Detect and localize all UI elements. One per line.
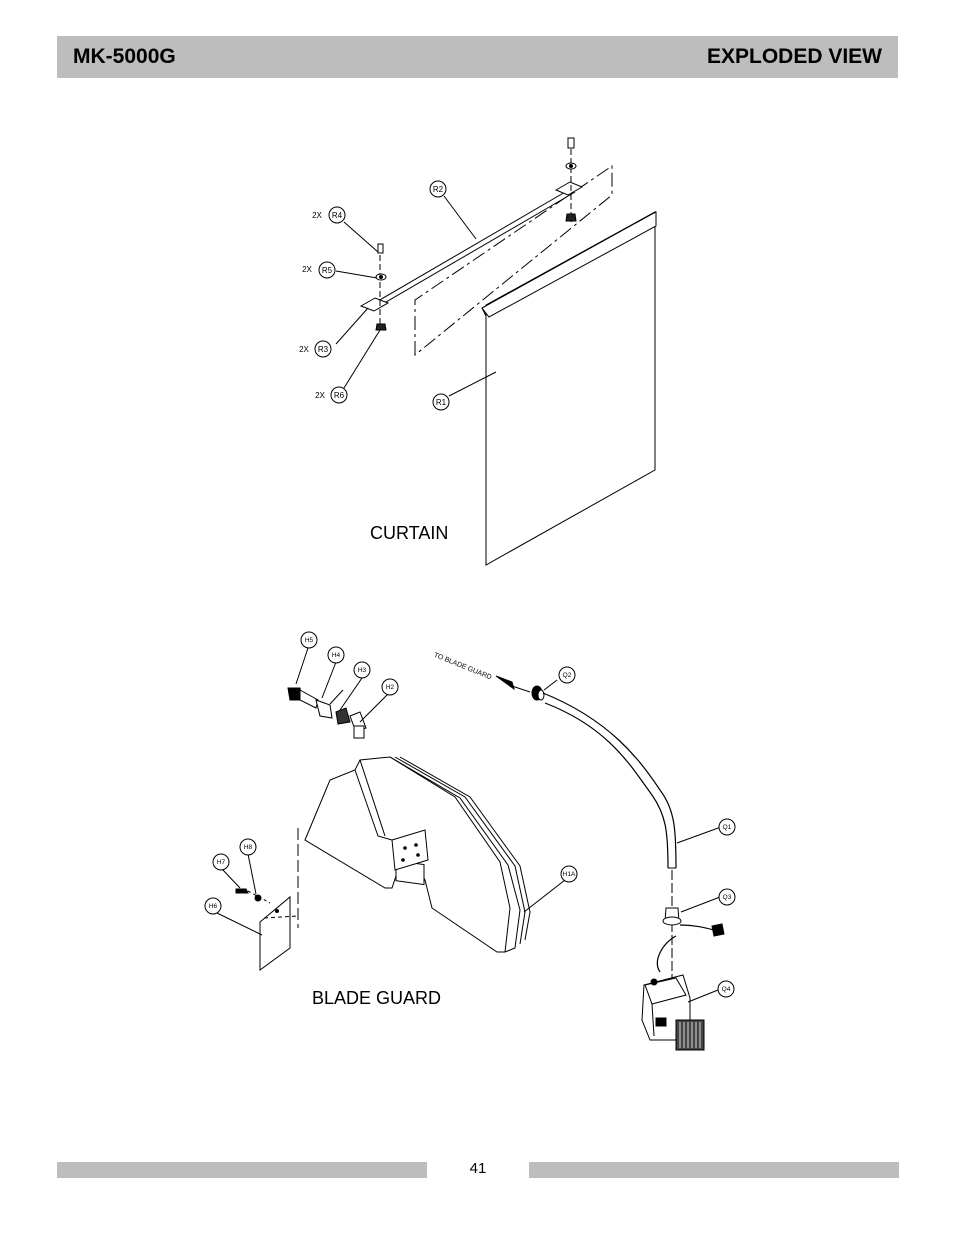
svg-text:Q3: Q3 — [723, 894, 732, 901]
callout-r5: 2X R5 — [302, 261, 336, 279]
callout-h6: H6 — [204, 897, 222, 915]
curtain-panel — [481, 211, 657, 566]
left-hardware — [375, 243, 387, 331]
svg-text:H6: H6 — [209, 903, 218, 910]
callout-h2: H2 — [381, 678, 399, 696]
callout-h5: H5 — [300, 631, 318, 649]
svg-text:R2: R2 — [433, 185, 444, 194]
svg-text:H2: H2 — [386, 684, 395, 691]
svg-text:H3: H3 — [358, 667, 367, 674]
curtain-label: CURTAIN — [370, 523, 449, 543]
callout-h4: H4 — [327, 646, 345, 664]
blade-guard-label: BLADE GUARD — [312, 988, 442, 1008]
curtain-assembly — [335, 137, 657, 566]
callout-r2: R2 — [429, 180, 447, 198]
svg-text:R4: R4 — [332, 211, 343, 220]
svg-text:H8: H8 — [244, 844, 253, 851]
callout-h1a: H1A — [560, 865, 578, 883]
callout-h3: H3 — [353, 661, 371, 679]
svg-text:Q4: Q4 — [722, 986, 731, 993]
callout-h8: H8 — [239, 838, 257, 856]
callout-q1: Q1 — [718, 818, 736, 836]
svg-text:Q2: Q2 — [563, 672, 572, 679]
callout-q2: Q2 — [558, 666, 576, 684]
callout-q3: Q3 — [718, 888, 736, 906]
svg-text:R3: R3 — [318, 345, 329, 354]
blade-guard-assembly — [214, 647, 725, 1051]
footer-bar-left — [57, 1162, 427, 1178]
svg-text:H7: H7 — [217, 859, 226, 866]
page-number: 41 — [469, 1160, 487, 1177]
callout-h7: H7 — [212, 853, 230, 871]
curtain-rod — [359, 181, 584, 312]
model-name: MK-5000G — [73, 45, 176, 68]
right-hardware — [565, 137, 577, 222]
page-title: EXPLODED VIEW — [706, 45, 882, 68]
svg-text:2X: 2X — [299, 345, 309, 354]
callout-q4: Q4 — [717, 980, 735, 998]
svg-text:2X: 2X — [315, 391, 325, 400]
hose-direction-note: TO BLADE GUARD — [433, 652, 493, 682]
svg-text:R5: R5 — [322, 266, 333, 275]
callout-r6: 2X R6 — [315, 386, 348, 404]
curtain-mount-outline — [414, 165, 613, 357]
svg-text:Q1: Q1 — [723, 824, 732, 831]
svg-text:R6: R6 — [334, 391, 345, 400]
svg-text:2X: 2X — [302, 265, 312, 274]
svg-text:H1A: H1A — [563, 871, 576, 878]
callout-r4: 2X R4 — [312, 206, 346, 224]
footer-bar-right — [529, 1162, 899, 1178]
header-bar: MK-5000G EXPLODED VIEW — [57, 36, 898, 78]
pump — [641, 935, 719, 1051]
svg-text:2X: 2X — [312, 211, 322, 220]
callout-r3: 2X R3 — [299, 340, 332, 358]
svg-text:H4: H4 — [332, 652, 341, 659]
svg-text:H5: H5 — [305, 637, 314, 644]
callout-r1: R1 — [432, 393, 450, 411]
svg-text:R1: R1 — [436, 398, 447, 407]
